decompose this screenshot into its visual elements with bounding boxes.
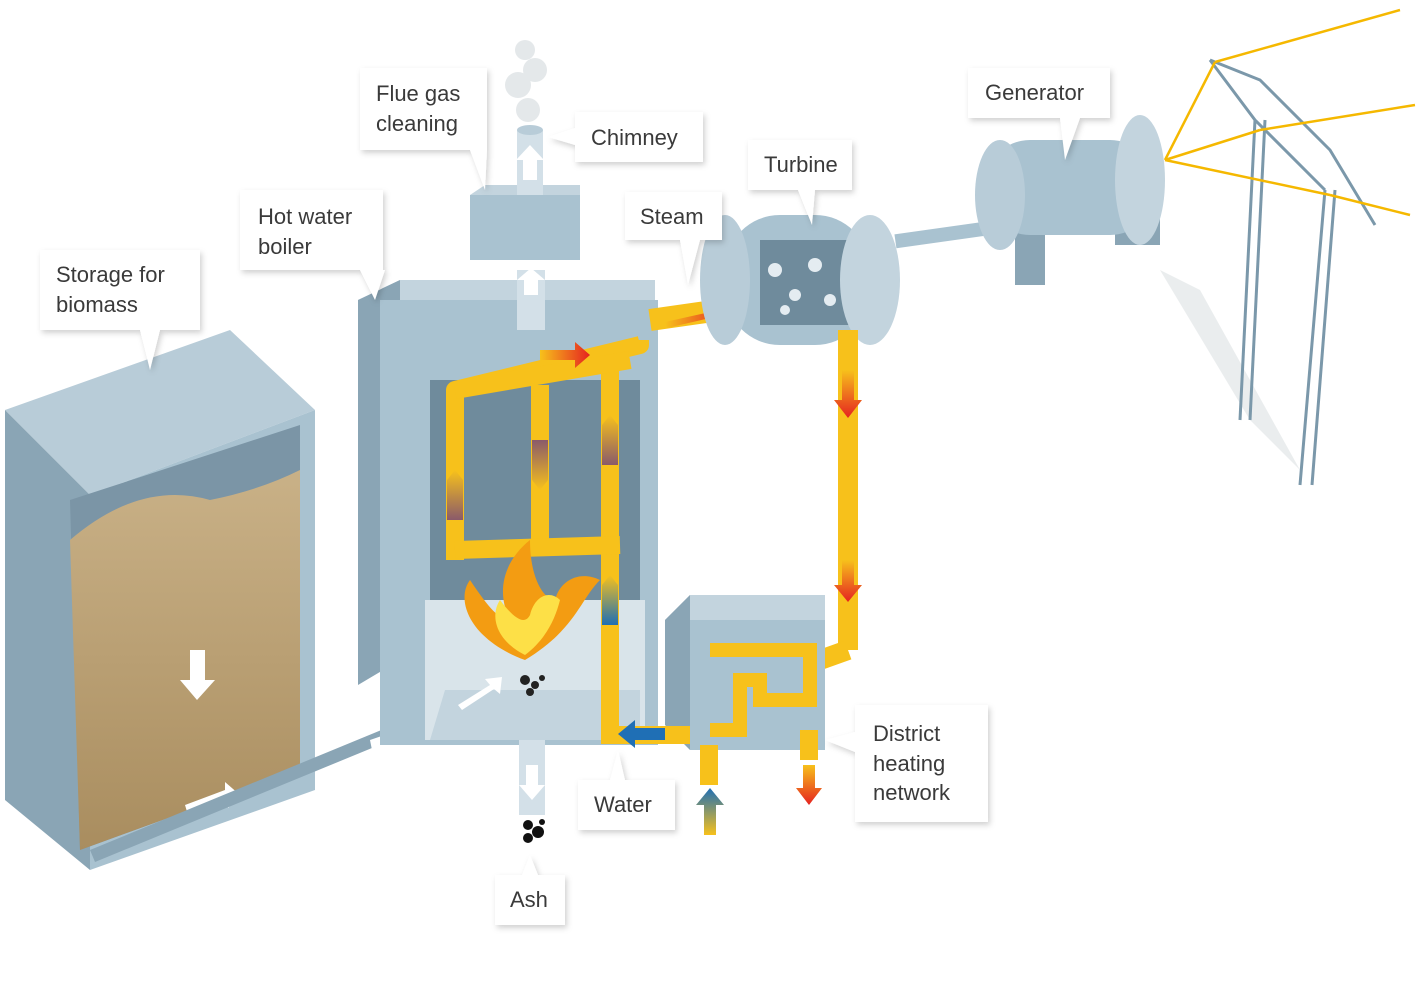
ash-icon: [523, 819, 545, 843]
turbine: [700, 215, 991, 345]
turbine-label: Turbine: [764, 152, 838, 177]
ash-label: Ash: [510, 887, 548, 912]
district-label-line2: heating: [873, 751, 945, 776]
callout-water: [578, 750, 675, 830]
arrow-icon: [834, 560, 862, 602]
arrow-icon: [602, 415, 618, 465]
callout-chimney: [548, 112, 703, 162]
arrow-icon: [519, 765, 545, 800]
district-label-line3: network: [873, 780, 951, 805]
storage-label-line1: Storage for: [56, 262, 165, 287]
water-pipe: [601, 690, 690, 748]
arrow-icon: [602, 575, 618, 625]
ash-outlet: [519, 740, 545, 843]
callout-generator: [968, 68, 1110, 160]
generator-label: Generator: [985, 80, 1084, 105]
hot-water-boiler: [358, 280, 658, 745]
arrow-icon: [516, 145, 544, 180]
arrow-icon: [447, 470, 463, 520]
generator: [975, 115, 1165, 285]
arrow-icon: [540, 342, 590, 368]
boiler-label-line2: boiler: [258, 234, 312, 259]
callout-flue-gas: [360, 68, 487, 190]
callout-storage: [40, 250, 200, 370]
flue-gas-label-line1: Flue gas: [376, 81, 460, 106]
steam-label: Steam: [640, 204, 704, 229]
arrow-icon: [796, 765, 822, 805]
power-lines: [1163, 8, 1416, 217]
biomass-storage: [5, 330, 440, 870]
heat-exchanger: [665, 595, 825, 835]
chimney-label: Chimney: [591, 125, 678, 150]
district-label-line1: District: [873, 721, 940, 746]
callout-turbine: [748, 140, 852, 225]
flue-gas-label-line2: cleaning: [376, 111, 458, 136]
arrow-icon: [180, 650, 215, 700]
arrow-icon: [532, 440, 548, 490]
arrow-icon: [618, 720, 665, 748]
arrow-icon: [458, 677, 502, 710]
power-pylons: [1160, 8, 1416, 486]
callout-district: [825, 705, 988, 822]
ash-icon: [520, 675, 545, 696]
arrow-icon: [834, 370, 862, 418]
return-pipe: [816, 330, 862, 670]
flue-gas-cleaning: [470, 40, 580, 330]
water-label: Water: [594, 792, 652, 817]
pylon-icon: [1208, 58, 1377, 486]
arrow-icon: [517, 268, 545, 295]
boiler-label-line1: Hot water: [258, 204, 352, 229]
flame-icon: [464, 540, 600, 660]
arrow-icon: [696, 788, 724, 835]
callout-ash: [495, 855, 565, 925]
storage-label-line2: biomass: [56, 292, 138, 317]
callout-steam: [625, 192, 722, 285]
smoke-icon: [505, 40, 547, 122]
callout-boiler: [240, 190, 385, 300]
